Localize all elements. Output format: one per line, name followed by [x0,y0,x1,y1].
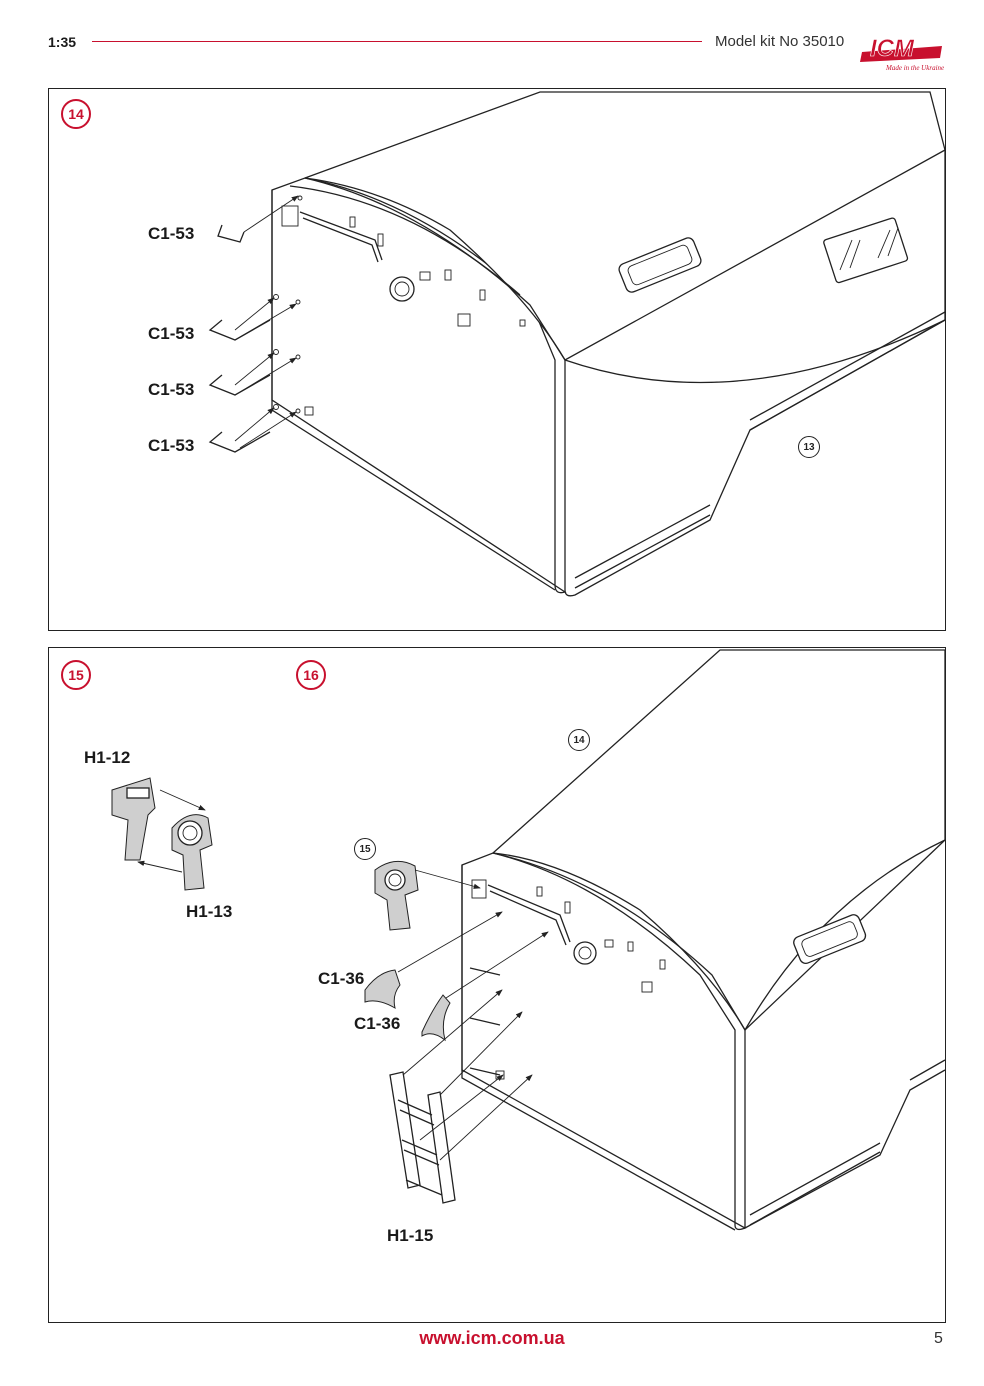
svg-text:ICM: ICM [870,35,915,62]
step-15-parts [111,777,213,891]
part-label-c1-53-d: C1-53 [148,436,195,455]
part-label-c1-53-c: C1-53 [148,380,195,399]
scale-label: 1:35 [48,34,77,50]
kit-number: Model kit No 35010 [715,33,845,50]
ref-step-15: 15 [354,838,376,860]
ref-step-13: 13 [798,436,820,458]
step-15-badge: 15 [61,660,91,690]
header-rule [92,41,702,42]
page-number: 5 [934,1330,943,1347]
step-15-panel [48,647,285,982]
part-label-c1-53-a: C1-53 [148,224,195,243]
step-14-badge: 14 [61,99,91,129]
step-16-body [364,649,946,1231]
part-label-c1-36-a: C1-36 [318,969,365,988]
part-label-h1-13: H1-13 [186,902,233,921]
ref-step-14: 14 [568,729,590,751]
part-label-h1-15: H1-15 [387,1226,434,1245]
icm-logo: ICM Made in the Ukraine [860,35,944,72]
step-16-lower-panel [48,981,285,1323]
step-16-badge: 16 [296,660,326,690]
part-label-c1-36-b: C1-36 [354,1014,401,1033]
part-label-c1-53-b: C1-53 [148,324,195,343]
footer-url[interactable]: www.icm.com.ua [419,1328,565,1348]
svg-text:Made in the Ukraine: Made in the Ukraine [885,64,944,72]
step-14-body [208,91,946,597]
part-label-h1-12: H1-12 [84,748,131,767]
